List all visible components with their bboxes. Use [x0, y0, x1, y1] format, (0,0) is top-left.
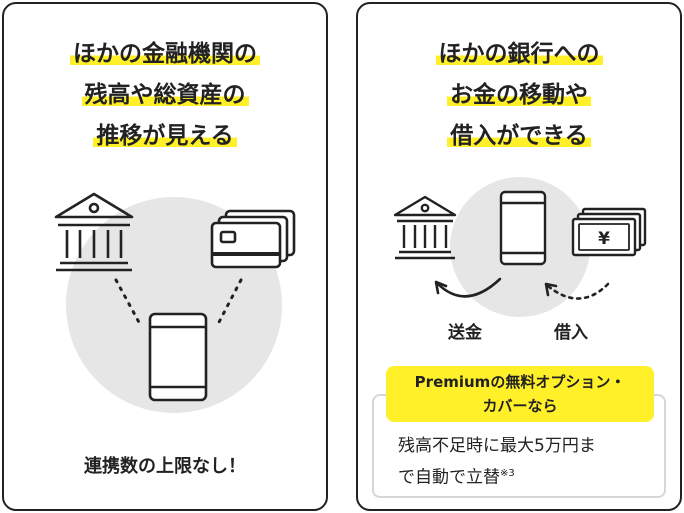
premium-tag-line-2: カバーなら: [482, 397, 558, 415]
dotted-connector-bank: [114, 278, 143, 328]
title-line-3: 借入ができる: [447, 123, 591, 149]
bank-icon: [54, 192, 134, 272]
title-line-2: 残高や総資産の: [81, 82, 249, 108]
footnote-mark: ※3: [500, 468, 515, 479]
send-label: 送金: [448, 323, 482, 343]
premium-tag-line-1: Premiumの無料オプション・: [414, 373, 626, 391]
credit-cards-icon: [210, 209, 296, 269]
send-arrow-head: [434, 280, 448, 295]
premium-desc-line-1: 残高不足時に最大5万円ま: [398, 436, 596, 456]
smartphone-icon: [499, 190, 547, 266]
title-line-1: ほかの金融機関の: [70, 41, 260, 67]
title-line-2: お金の移動や: [447, 82, 591, 108]
transfer-illustration: ¥: [393, 177, 647, 317]
send-arrow: [436, 277, 502, 298]
card-title: ほかの銀行への お金の移動や 借入ができる: [358, 34, 680, 157]
title-line-3: 推移が見える: [93, 123, 237, 149]
cash-icon: [571, 207, 647, 257]
feature-card-account-aggregation: ほかの金融機関の 残高や総資産の 推移が見える: [2, 2, 328, 511]
yen-symbol: ¥: [598, 229, 610, 249]
aggregation-illustration: [54, 192, 296, 413]
premium-description: 残高不足時に最大5万円ま で自動で立替※3: [398, 432, 658, 492]
premium-desc-line-2: で自動で立替: [398, 467, 500, 488]
borrow-arrow: [546, 282, 610, 300]
card-title: ほかの金融機関の 残高や総資産の 推移が見える: [4, 34, 326, 157]
dotted-connector-cards: [215, 278, 243, 328]
borrow-arrow-head: [544, 282, 558, 297]
title-line-1: ほかの銀行への: [435, 41, 603, 67]
no-connection-limit-text: 連携数の上限なし！: [84, 456, 246, 477]
premium-option-tag: Premiumの無料オプション・ カバーなら: [386, 366, 654, 422]
borrow-label: 借入: [554, 323, 588, 343]
bank-icon: [393, 195, 457, 260]
smartphone-icon: [148, 312, 208, 402]
feature-card-transfer-borrow: ほかの銀行への お金の移動や 借入ができる: [356, 2, 682, 511]
